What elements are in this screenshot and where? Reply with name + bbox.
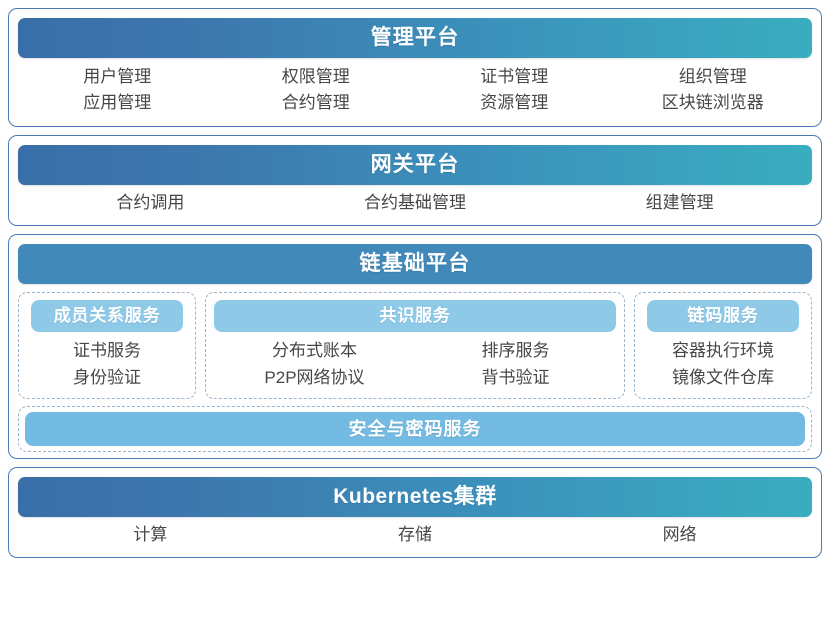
gateway-platform-layer: 网关平台 合约调用 合约基础管理 组建管理 [8, 135, 822, 226]
management-item-user: 用户管理 [83, 67, 152, 86]
k8s-item-storage: 存储 [398, 525, 432, 544]
member-service-column-1: 证书服务 身份验证 [27, 337, 187, 391]
security-service-title: 安全与密码服务 [25, 412, 805, 446]
member-item-certificate-service: 证书服务 [73, 341, 141, 360]
member-relationship-service-title: 成员关系服务 [31, 300, 183, 332]
consensus-service-column-2: 排序服务 背书验证 [415, 337, 616, 391]
member-relationship-service-items: 证书服务 身份验证 [27, 332, 187, 391]
consensus-service-items: 分布式账本 P2P网络协议 排序服务 背书验证 [214, 332, 616, 391]
chain-base-platform-layer: 链基础平台 成员关系服务 证书服务 身份验证 共识服务 [8, 234, 822, 459]
management-platform-items: 用户管理 应用管理 权限管理 合约管理 证书管理 资源管理 组织管理 区块链浏览… [18, 58, 812, 120]
gateway-item-component-management: 组建管理 [645, 193, 714, 212]
gateway-item-contract-invoke: 合约调用 [116, 193, 185, 212]
chaincode-service-group: 链码服务 容器执行环境 镜像文件仓库 [634, 292, 812, 399]
management-item-column-2: 权限管理 合约管理 [217, 64, 416, 116]
management-item-blockchain-explorer: 区块链浏览器 [661, 93, 764, 112]
kubernetes-cluster-layer: Kubernetes集群 计算 存储 网络 [8, 467, 822, 558]
consensus-item-distributed-ledger: 分布式账本 [272, 341, 357, 360]
chaincode-item-image-repository: 镜像文件仓库 [672, 368, 774, 387]
gateway-platform-items: 合约调用 合约基础管理 组建管理 [18, 185, 812, 219]
chain-service-groups: 成员关系服务 证书服务 身份验证 共识服务 分布式账本 P2P网络协 [18, 292, 812, 399]
management-item-permission: 权限管理 [281, 67, 350, 86]
chaincode-item-container-runtime: 容器执行环境 [672, 341, 774, 360]
management-platform-header: 管理平台 [18, 18, 812, 58]
consensus-service-column-1: 分布式账本 P2P网络协议 [214, 337, 415, 391]
chaincode-service-column-1: 容器执行环境 镜像文件仓库 [643, 337, 803, 391]
management-item-column-3: 证书管理 资源管理 [415, 64, 614, 116]
k8s-item-network: 网络 [662, 525, 697, 544]
consensus-item-endorsement-verification: 背书验证 [481, 368, 550, 387]
consensus-item-ordering-service: 排序服务 [481, 341, 550, 360]
chain-base-platform-header: 链基础平台 [18, 244, 812, 284]
member-relationship-service-group: 成员关系服务 证书服务 身份验证 [18, 292, 196, 399]
security-service-group: 安全与密码服务 [18, 406, 812, 452]
consensus-item-p2p-protocol: P2P网络协议 [264, 368, 365, 387]
management-item-organization: 组织管理 [678, 67, 747, 86]
chain-base-platform-body: 成员关系服务 证书服务 身份验证 共识服务 分布式账本 P2P网络协 [18, 284, 812, 452]
chaincode-service-title: 链码服务 [647, 300, 799, 332]
kubernetes-cluster-header: Kubernetes集群 [18, 477, 812, 517]
management-item-application: 应用管理 [83, 93, 152, 112]
kubernetes-cluster-items: 计算 存储 网络 [18, 517, 812, 551]
gateway-item-contract-base-management: 合约基础管理 [364, 193, 466, 212]
consensus-service-group: 共识服务 分布式账本 P2P网络协议 排序服务 背书验证 [205, 292, 625, 399]
management-item-column-1: 用户管理 应用管理 [18, 64, 217, 116]
chaincode-service-items: 容器执行环境 镜像文件仓库 [643, 332, 803, 391]
management-item-contract: 合约管理 [281, 93, 350, 112]
management-item-column-4: 组织管理 区块链浏览器 [614, 64, 813, 116]
management-item-resource: 资源管理 [480, 93, 549, 112]
consensus-service-title: 共识服务 [214, 300, 616, 332]
gateway-platform-header: 网关平台 [18, 145, 812, 185]
member-item-identity-verification: 身份验证 [73, 368, 141, 387]
k8s-item-compute: 计算 [133, 525, 168, 544]
management-item-certificate: 证书管理 [480, 67, 549, 86]
management-platform-layer: 管理平台 用户管理 应用管理 权限管理 合约管理 证书管理 资源管理 组织管理 … [8, 8, 822, 127]
